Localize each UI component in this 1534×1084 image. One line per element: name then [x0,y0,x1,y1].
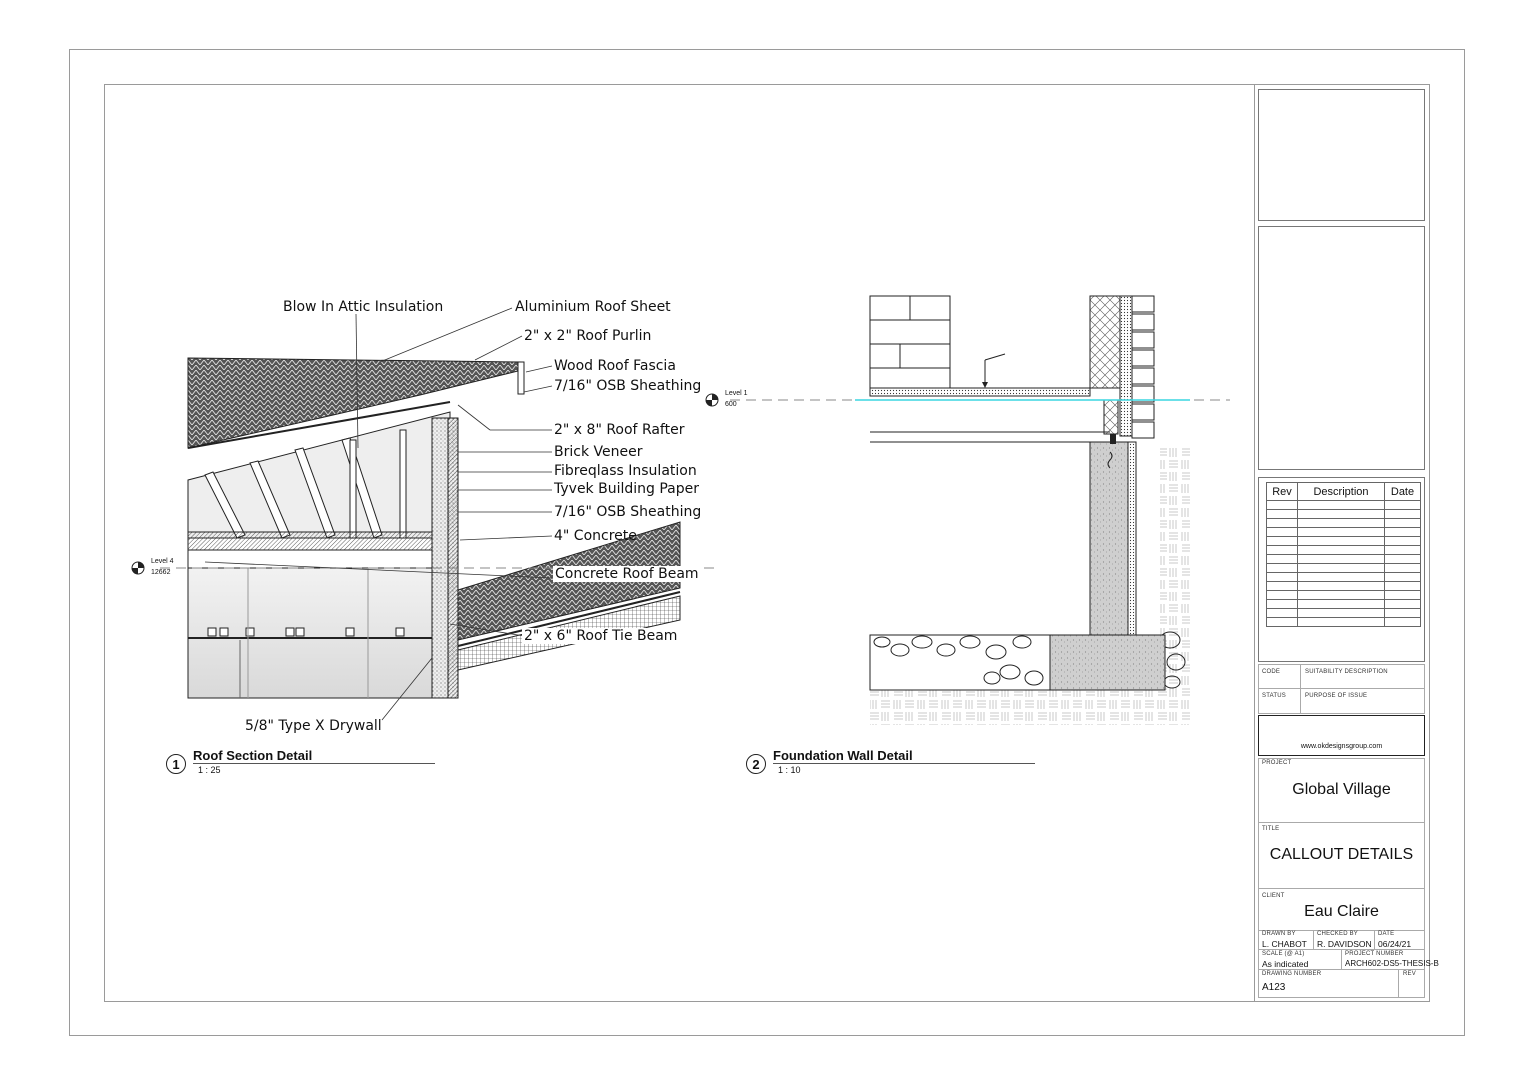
checked-by: R. DAVIDSON [1317,939,1372,949]
callout-roof-tie-beam: 2" x 6" Roof Tie Beam [522,628,680,644]
callout-blow-in-insulation: Blow In Attic Insulation [283,299,444,315]
callout-fibreglass-insulation: Fibreqlass Insulation [554,463,697,479]
checked-by-label: CHECKED BY [1317,931,1359,937]
logo-website-box [1258,715,1425,756]
view-scale-1: 1 : 25 [198,765,221,775]
level-1-name: Level 1 [725,390,748,397]
scale-label: SCALE (@ A1) [1262,951,1305,957]
client-label: CLIENT [1262,893,1285,899]
sheet-title: CALLOUT DETAILS [1269,846,1414,863]
callout-aluminium-roof-sheet: Aluminium Roof Sheet [515,299,671,315]
view-title-underline-2 [773,763,1035,764]
code-label: CODE [1262,669,1281,675]
date-label: DATE [1378,931,1395,937]
callout-roof-rafter: 2" x 8" Roof Rafter [554,422,685,438]
callout-osb-sheathing-2: 7/16" OSB Sheathing [554,504,702,520]
drawn-by-label: DRAWN BY [1262,931,1296,937]
revision-table: Rev Description Date [1266,482,1421,627]
title-block-notes-box [1258,226,1425,470]
callout-wood-fascia: Wood Roof Fascia [554,358,676,374]
sheet-scale: As indicated [1262,959,1309,969]
callout-tyvek-paper: Tyvek Building Paper [554,481,700,497]
code-status-box [1258,664,1425,714]
project-number: ARCH602-DS5-THESIS-B [1345,959,1439,968]
client-name: Eau Claire [1304,903,1379,920]
purpose-label: PURPOSE OF ISSUE [1305,693,1368,699]
callout-brick-veneer: Brick Veneer [554,444,643,460]
date-header: Date [1384,482,1421,501]
view-number-2: 2 [746,754,766,774]
project-name: Global Village [1292,781,1391,798]
view-scale-2: 1 : 10 [778,765,801,775]
title-block-logo-box [1258,89,1425,221]
project-number-label: PROJECT NUMBER [1345,951,1404,957]
revision-table-box [1258,477,1425,662]
issue-date: 06/24/21 [1378,939,1412,949]
sheet-inner-border [104,84,1430,1002]
project-label: PROJECT [1262,760,1292,766]
callout-drywall: 5/8" Type X Drywall [245,718,382,734]
title-block-separator [1254,84,1255,1002]
view-title-underline-1 [193,763,435,764]
callout-concrete-roof-beam: Concrete Roof Beam [553,566,701,582]
level-4-value: 12662 [151,569,171,576]
callout-roof-purlin: 2" x 2" Roof Purlin [524,328,652,344]
status-label: STATUS [1262,693,1286,699]
level-1-value: 600 [725,401,737,408]
foundation-wall-drawing [705,295,1230,725]
info-box [1258,758,1425,998]
level-4-name: Level 4 [151,558,174,565]
callout-osb-sheathing-1: 7/16" OSB Sheathing [554,378,702,394]
sheet-outer-border [69,49,1465,1036]
callout-concrete: 4" Concrete [554,528,637,544]
view-number-1: 1 [166,754,186,774]
rev-label: REV [1403,971,1416,977]
view-title-2: Foundation Wall Detail [773,748,913,763]
website-text: www.okdesignsgroup.com [1300,743,1383,750]
description-header: Description [1297,482,1385,501]
drawing-number: A123 [1262,982,1286,993]
drawing-number-label: DRAWING NUMBER [1262,971,1322,977]
title-label: TITLE [1262,826,1280,832]
view-title-1: Roof Section Detail [193,748,313,763]
rev-header: Rev [1266,482,1298,501]
drawn-by: L. CHABOT [1262,939,1307,949]
suitability-label: SUITABILITY DESCRIPTION [1305,669,1388,675]
